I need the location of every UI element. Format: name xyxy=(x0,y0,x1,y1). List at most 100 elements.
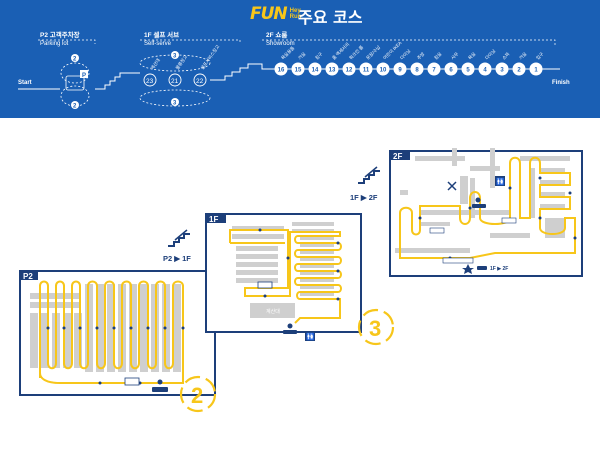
zone-parking-ko: P2 고객주차장 xyxy=(40,30,80,39)
station-2-num: 2 xyxy=(517,68,521,74)
station-1-marker xyxy=(529,62,543,76)
station-6-num: 6 xyxy=(449,68,453,74)
zone-parking-en: Parking lot xyxy=(40,41,69,47)
station-15-marker xyxy=(291,62,305,76)
station-4-num: 4 xyxy=(483,68,487,74)
station-9-label: 다이닝 xyxy=(398,48,412,62)
station-2-marker xyxy=(512,62,526,76)
station-3-label: 소파 xyxy=(500,50,511,61)
station-5-num: 5 xyxy=(466,68,470,74)
route-start-label: Start xyxy=(18,80,32,86)
station-5-label: 욕실 xyxy=(466,51,477,62)
transition-p2-1f: P2 ▶ 1F xyxy=(163,229,191,263)
station-5-marker xyxy=(461,62,475,76)
station-4-marker xyxy=(478,62,492,76)
station-14-marker xyxy=(308,62,322,76)
station-1-num: 1 xyxy=(534,68,538,74)
parking-lap-bottom: 2 xyxy=(73,104,77,110)
logo-heyrun: Hey Run xyxy=(290,8,304,20)
car-icon xyxy=(65,75,85,91)
parking-sign-icon xyxy=(80,70,88,78)
svg-text:🚻: 🚻 xyxy=(306,332,315,341)
station-12-label: 워크인 룸 xyxy=(347,44,365,62)
station-12-marker xyxy=(342,62,356,76)
station-13-label: 홈 액세서리 xyxy=(330,41,350,61)
svg-text:🚻: 🚻 xyxy=(496,177,505,186)
parking-lap-top: 2 xyxy=(73,57,77,63)
station-10-marker xyxy=(376,62,390,76)
station-2-label: 거실 xyxy=(517,51,528,62)
lap-badge-1f: 3 xyxy=(369,316,381,341)
map-2f: 2F xyxy=(389,148,583,277)
transition-p2-1f-label: P2 ▶ 1F xyxy=(163,254,191,263)
station-16-num: 16 xyxy=(278,68,285,74)
svg-text:계산대: 계산대 xyxy=(266,308,280,315)
station-13-num: 13 xyxy=(329,68,336,74)
station-15-num: 15 xyxy=(295,68,302,74)
station-13-marker xyxy=(325,62,339,76)
station-6-label: 사무 xyxy=(449,51,460,62)
map-1f-label: 1F xyxy=(209,215,218,224)
station-8-label: 주방 xyxy=(415,51,426,62)
logo-run: Run xyxy=(289,14,302,20)
station-15-label: 거실 xyxy=(296,51,307,62)
station-4-label: 다이닝 xyxy=(483,48,497,62)
station-9-marker xyxy=(393,62,407,76)
station-6-marker xyxy=(444,62,458,76)
station-10-num: 10 xyxy=(380,68,387,74)
station-7-num: 7 xyxy=(432,68,436,74)
zone-selfserve-en: Self-serve xyxy=(144,41,172,47)
station-22-label: 셀프서비스창고 xyxy=(199,43,221,71)
restroom-icon-2f xyxy=(495,176,505,186)
logo-fun: FUN xyxy=(250,4,288,24)
zone-showroom-en: Showroom xyxy=(266,41,295,47)
station-8-num: 8 xyxy=(415,68,419,74)
station-11-num: 11 xyxy=(363,68,370,74)
lap-badge-p2: 2 xyxy=(191,383,203,408)
map-2f-label: 2F xyxy=(393,152,402,161)
station-23-num: 23 xyxy=(146,78,154,85)
showroom-bracket xyxy=(262,39,556,46)
page-title: 주요 코스 xyxy=(298,8,363,27)
station-14-num: 14 xyxy=(312,68,319,74)
station-21-num: 21 xyxy=(171,78,179,85)
station-16-marker xyxy=(274,62,288,76)
station-22-num: 22 xyxy=(196,78,204,85)
station-8-marker xyxy=(410,62,424,76)
station-16-label: 욕실용품 xyxy=(279,45,296,62)
header-bar: FUN Hey Run 주요 코스 xyxy=(0,0,600,28)
logo-hey: Hey xyxy=(289,8,301,14)
floor-map-area: P2 xyxy=(0,118,600,449)
route-diagram: P2 고객주차장 Parking lot 1F 셀프 서브 Self-serve… xyxy=(18,30,570,110)
transition-1f-2f: 1F ▶ 2F xyxy=(350,166,380,202)
selfserve-bracket xyxy=(140,39,241,44)
route-finish-label: Finish xyxy=(552,80,570,86)
parking-bracket xyxy=(38,39,96,44)
station-11-marker xyxy=(359,62,373,76)
station-3-marker xyxy=(495,62,509,76)
star-icon xyxy=(462,264,474,274)
station-23-label: 계산대 xyxy=(149,57,162,71)
station-3-num: 3 xyxy=(500,68,504,74)
station-12-num: 12 xyxy=(346,68,353,74)
selfserve-lap-top: 3 xyxy=(173,54,177,60)
svg-text:P: P xyxy=(82,73,86,79)
zone-selfserve-ko: 1F 셀프 서브 xyxy=(144,30,179,39)
station-1-label: 입구 xyxy=(534,51,545,62)
stairs-p2-1f xyxy=(95,72,140,90)
restroom-icon-1f xyxy=(305,331,315,341)
transition-1f-2f-label: 1F ▶ 2F xyxy=(350,193,378,202)
floor-maps: P2 xyxy=(19,148,583,413)
selfserve-lap-bottom: 3 xyxy=(173,101,177,107)
route-overview: P2 고객주차장 Parking lot 1F 셀프 서브 Self-serve… xyxy=(0,28,600,118)
map-p2-label: P2 xyxy=(23,272,33,281)
station-9-num: 9 xyxy=(398,68,402,74)
map-2f-note: 1F ▶ 2F xyxy=(490,266,508,272)
brand-logo: FUN Hey Run xyxy=(250,3,304,25)
map-p2: P2 xyxy=(19,270,217,413)
station-7-marker xyxy=(427,62,441,76)
station-7-label: 침실 xyxy=(432,51,442,61)
stairs-1f-2f xyxy=(210,63,560,81)
station-11-label: 옷장/수납 xyxy=(364,44,382,62)
station-14-label: 침구 xyxy=(313,51,324,62)
